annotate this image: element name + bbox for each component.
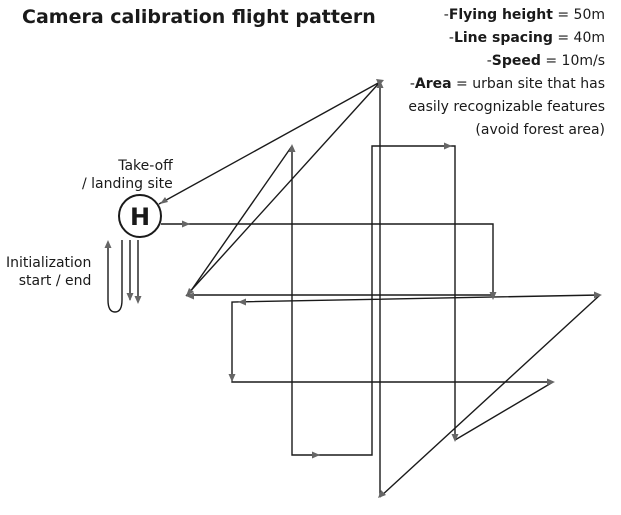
- param-area-line-3: (avoid forest area): [475, 122, 605, 138]
- leg-east-west-2: [231, 294, 601, 383]
- init-arrow-down-2: [134, 296, 142, 304]
- init-loop-outer: [107, 240, 123, 313]
- svg-text:H: H: [130, 203, 150, 231]
- param-line-spacing: -Line spacing = 40m: [448, 30, 605, 46]
- return-to-helipad: [158, 81, 381, 205]
- arrow-west-1: [186, 292, 194, 300]
- param-flying-height: -Flying height = 50m: [443, 7, 605, 23]
- arrow-south-west: [228, 374, 236, 382]
- init-arrow-down-1: [126, 293, 134, 301]
- takeoff-landing-label: Take-off / landing site: [82, 158, 173, 192]
- initialization-loop: [107, 240, 139, 313]
- arrow-west-2: [238, 298, 246, 306]
- diagonal-top-to-west: [185, 81, 381, 297]
- diagonal-to-bottom: [379, 294, 601, 498]
- arrow-east-top: [444, 142, 452, 150]
- diagonal-to-spike-1: [187, 145, 293, 296]
- param-speed: -Speed = 10m/s: [486, 53, 605, 69]
- diagonal-to-right-tip: [454, 381, 554, 441]
- direction-arrows: [160, 79, 602, 498]
- flight-parameters: -Flying height = 50m -Line spacing = 40m…: [408, 4, 605, 142]
- arrow-return-helipad: [160, 197, 168, 204]
- arrow-east-bottom: [312, 451, 320, 459]
- initialization-arrows: [104, 240, 142, 304]
- arrow-south-2: [451, 434, 459, 442]
- initialization-label: Initialization start / end: [6, 255, 92, 289]
- init-arrow-up: [104, 240, 112, 248]
- arrow-east-right: [594, 291, 602, 299]
- param-area: -Area = urban site that has: [409, 76, 605, 92]
- arrow-top-spike: [376, 79, 384, 86]
- arrow-diag-west: [186, 288, 194, 296]
- param-area-line-2: easily recognizable features: [408, 99, 605, 115]
- arrow-east-1: [182, 220, 190, 228]
- arrow-bottom-tip: [378, 490, 386, 498]
- north-south-passes: [291, 145, 456, 456]
- arrow-north-spike: [288, 144, 296, 152]
- leg-east-west-1: [161, 223, 494, 296]
- helipad-icon: H: [118, 194, 162, 238]
- arrow-east-tip: [547, 378, 555, 386]
- diagram-title: Camera calibration flight pattern: [22, 6, 376, 28]
- arrow-south-1: [489, 292, 497, 300]
- flight-path: [158, 81, 601, 498]
